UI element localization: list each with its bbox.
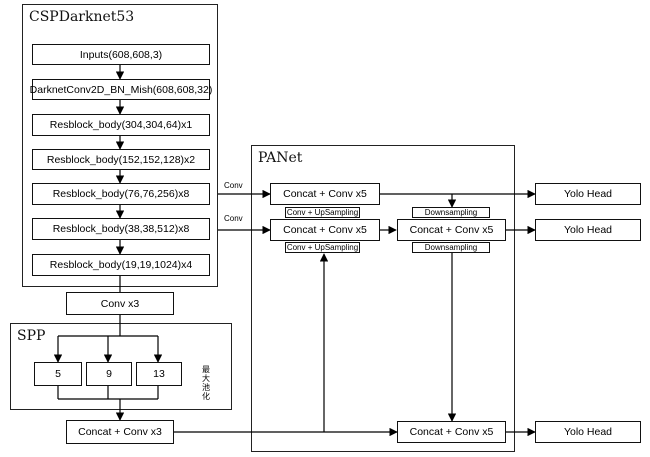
panet-group: PANet [251,145,515,452]
resblock-body-5-box: Resblock_body(19,19,1024)x4 [32,254,210,276]
concat-conv-x5-top-left: Concat + Conv x5 [270,183,380,205]
downsampling-label-top: Downsampling [412,207,490,218]
darknet-conv-bn-mish-box: DarknetConv2D_BN_Mish(608,608,32) [30,79,212,100]
downsampling-label-mid: Downsampling [412,242,490,253]
max-pooling-note: 最大池化 [202,365,210,401]
spp-pool-9-box: 9 [86,362,132,386]
inputs-box: Inputs(608,608,3) [32,44,210,65]
spp-pool-5-box: 5 [34,362,82,386]
conv-label-bottom: Conv [224,214,243,223]
conv-x3-box: Conv x3 [66,292,174,315]
spp-pool-13-box: 13 [136,362,182,386]
concat-conv-x5-mid-left: Concat + Conv x5 [270,219,380,241]
spp-title: SPP [17,328,46,344]
resblock-body-2-box: Resblock_body(152,152,128)x2 [32,149,210,170]
concat-conv-x3-box: Concat + Conv x3 [66,420,174,444]
panet-title: PANet [258,150,303,166]
resblock-body-4-box: Resblock_body(38,38,512)x8 [32,218,210,240]
yolo-head-1: Yolo Head [535,183,641,205]
cspdarknet53-title: CSPDarknet53 [29,9,135,25]
conv-label-top: Conv [224,181,243,190]
yolo-head-2: Yolo Head [535,219,641,241]
yolo-head-3: Yolo Head [535,421,641,443]
conv-upsampling-label-mid: Conv + UpSampling [285,242,360,253]
concat-conv-x5-bottom-right: Concat + Conv x5 [397,421,506,443]
spp-group: SPP [10,323,232,410]
resblock-body-1-box: Resblock_body(304,304,64)x1 [32,114,210,136]
resblock-body-3-box: Resblock_body(76,76,256)x8 [32,183,210,205]
concat-conv-x5-mid-right: Concat + Conv x5 [397,219,506,241]
conv-upsampling-label-top: Conv + UpSampling [285,207,360,218]
